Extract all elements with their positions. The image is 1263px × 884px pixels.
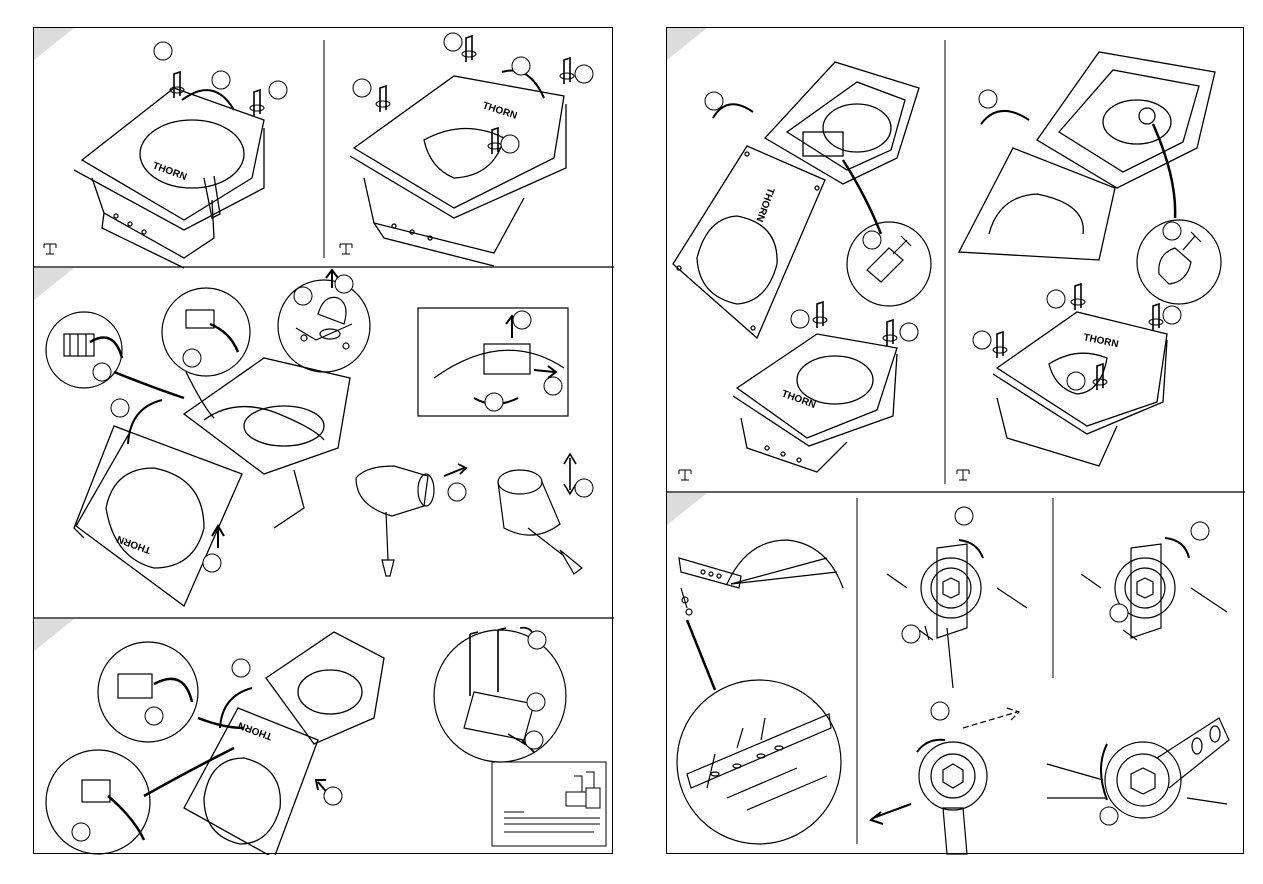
hex-key-icon [462,36,476,62]
torque-tool-icon [679,470,691,480]
luminaire-cable-entry [144,632,384,855]
section-tab [34,619,74,651]
hex-key-icon [1071,284,1085,310]
brand-label: THORN [1082,332,1119,350]
terminal-detail-circle [46,750,150,854]
luminaire-closed-left [74,88,264,268]
hex-key-icon [813,302,827,328]
pivot-adjust-bottom-right [1047,718,1229,818]
pivot-adjust-top-right [1081,538,1227,640]
gland-detail-circle [434,628,566,762]
left-page-illustrations: THORN THORN [34,28,614,855]
hex-key-icon [560,58,574,84]
left-instruction-page: THORN THORN [33,27,613,854]
torque-tool-icon [340,244,352,254]
right-instruction-page: THORN THORN THORN [666,27,1244,854]
bracket-angle-diagram [679,540,843,615]
terminal-detail-circle [46,312,122,388]
hex-key-icon [376,86,390,112]
section-tab [667,28,707,60]
latch-detail-circle [278,280,370,372]
brand-label: THORN [116,533,153,555]
hex-key-icon [250,90,264,116]
pivot-adjust-bottom-middle [871,708,1019,854]
brand-label: THORN [753,186,775,223]
cable-strip-diagram [492,762,606,846]
hex-key-icon [1149,304,1163,330]
step-callout [93,275,593,572]
brand-label: THORN [481,100,518,121]
terminal-detail-circle [98,642,198,742]
lamp-holder [356,464,466,576]
torque-tool-icon [44,244,56,254]
step-callout [353,33,593,153]
rotate-arrow-icon [981,111,1029,124]
section-tab [667,493,707,525]
hex-key-icon [993,332,1007,358]
luminaire-open-right [350,76,566,266]
hex-key-icon [170,72,184,98]
hex-key-icon [883,320,897,346]
right-page-illustrations: THORN THORN THORN [667,28,1245,855]
bracket-detail-circle [677,680,841,844]
terminal-detail-circle [162,288,250,376]
section-tab [34,28,74,60]
lamp-holder [498,454,582,574]
step-callout [902,507,1209,825]
brand-label: THORN [237,719,274,741]
lamp-detail-circle [847,222,931,306]
torque-tool-icon [957,470,969,480]
section-tab [34,268,74,300]
pivot-adjust-top-middle [887,540,1027,688]
brand-label: THORN [780,388,817,410]
